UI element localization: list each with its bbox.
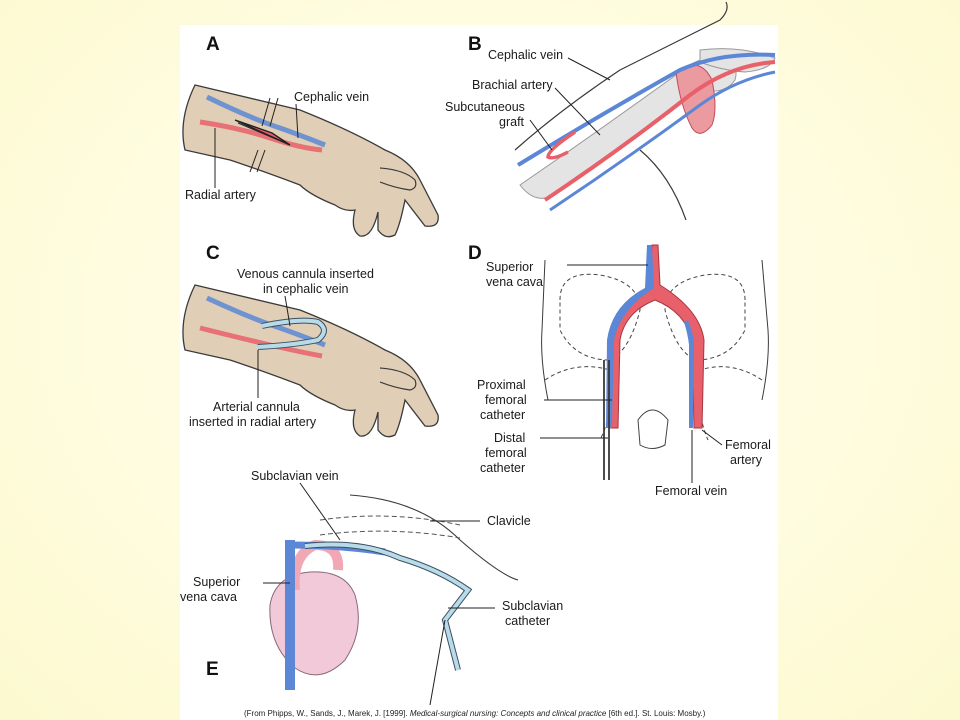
- panel-letter-a: A: [206, 34, 220, 55]
- label-proximal-3: catheter: [480, 408, 525, 422]
- citation-prefix: (From Phipps, W., Sands, J., Marek, J. […: [244, 709, 410, 718]
- label-brachial-artery-b: Brachial artery: [472, 78, 553, 92]
- label-femoral-artery-2: artery: [730, 453, 763, 467]
- thumb-a: [379, 167, 417, 191]
- thumb-c: [379, 367, 417, 391]
- panel-c: [182, 284, 439, 438]
- pubic-outline: [637, 409, 669, 449]
- label-superior-vc-e-2: vena cava: [180, 590, 237, 604]
- label-superior-vc-d-2: vena cava: [486, 275, 543, 289]
- panel-letter-b: B: [468, 34, 482, 55]
- label-subclavian-catheter-1: Subclavian: [502, 599, 563, 613]
- vena-cava-vein-d: [606, 245, 654, 428]
- clavicle: [319, 515, 461, 539]
- label-superior-vc-d-1: Superior: [486, 260, 533, 274]
- forearm-c: [182, 284, 439, 438]
- cephalic-vein-b: [516, 52, 776, 167]
- shunt-cannula-inner: [257, 318, 326, 349]
- label-clavicle: Clavicle: [487, 514, 531, 528]
- label-subclavian-vein: Subclavian vein: [251, 469, 339, 483]
- panel-letter-c: C: [206, 243, 220, 264]
- arm-lower-outline: [639, 149, 687, 221]
- label-graft: graft: [499, 115, 525, 129]
- label-venous-cannula-line1: Venous cannula inserted: [237, 267, 374, 281]
- upper-arm-outline: [514, 1, 728, 151]
- subclavian-catheter-inner: [304, 542, 471, 671]
- label-femoral-artery-1: Femoral: [725, 438, 771, 452]
- label-arterial-cannula-line2: inserted in radial artery: [189, 415, 317, 429]
- pelvis-right: [664, 273, 746, 361]
- citation-title: Medical-surgical nursing: Concepts and c…: [409, 709, 607, 718]
- label-distal-1: Distal: [494, 431, 525, 445]
- label-distal-2: femoral: [485, 446, 527, 460]
- femoral-vein-right-d: [684, 320, 694, 428]
- panel-letter-e: E: [206, 659, 219, 680]
- label-venous-cannula-line2: in cephalic vein: [263, 282, 349, 296]
- panel-e: [263, 482, 519, 706]
- label-subclavian-catheter-2: catheter: [505, 614, 550, 628]
- pelvis-left: [559, 273, 641, 361]
- femoral-catheter: [603, 360, 610, 480]
- label-subcutaneous: Subcutaneous: [445, 100, 525, 114]
- panel-a: [182, 84, 439, 238]
- panel-letter-d: D: [468, 243, 482, 264]
- torso-outline-right: [761, 259, 769, 401]
- femur-right: [698, 366, 763, 441]
- heart: [269, 571, 359, 676]
- label-arterial-cannula-line1: Arterial cannula: [213, 400, 300, 414]
- radial-artery-a: [199, 119, 323, 153]
- torso-outline-left: [541, 259, 549, 401]
- subcutaneous-graft: [546, 130, 576, 160]
- label-distal-3: catheter: [480, 461, 525, 475]
- label-cephalic-vein-a: Cephalic vein: [294, 90, 369, 104]
- label-cephalic-vein-b: Cephalic vein: [488, 48, 563, 62]
- label-radial-artery-a: Radial artery: [185, 188, 257, 202]
- brachial-artery-b: [543, 60, 776, 202]
- panel-d: [540, 244, 769, 483]
- panel-b: [514, 1, 776, 221]
- label-femoral-vein: Femoral vein: [655, 484, 727, 498]
- label-superior-vc-e-1: Superior: [193, 575, 240, 589]
- source-citation: (From Phipps, W., Sands, J., Marek, J. […: [244, 709, 705, 718]
- citation-suffix: [6th ed.]. St. Louis: Mosby.): [606, 709, 706, 718]
- label-proximal-2: femoral: [485, 393, 527, 407]
- cephalic-vein-a: [205, 94, 326, 148]
- forearm-a: [182, 84, 439, 238]
- shoulder-outline: [349, 494, 519, 581]
- brachial-vein-b: [549, 70, 776, 212]
- femur-left: [544, 366, 612, 441]
- label-proximal-1: Proximal: [477, 378, 526, 392]
